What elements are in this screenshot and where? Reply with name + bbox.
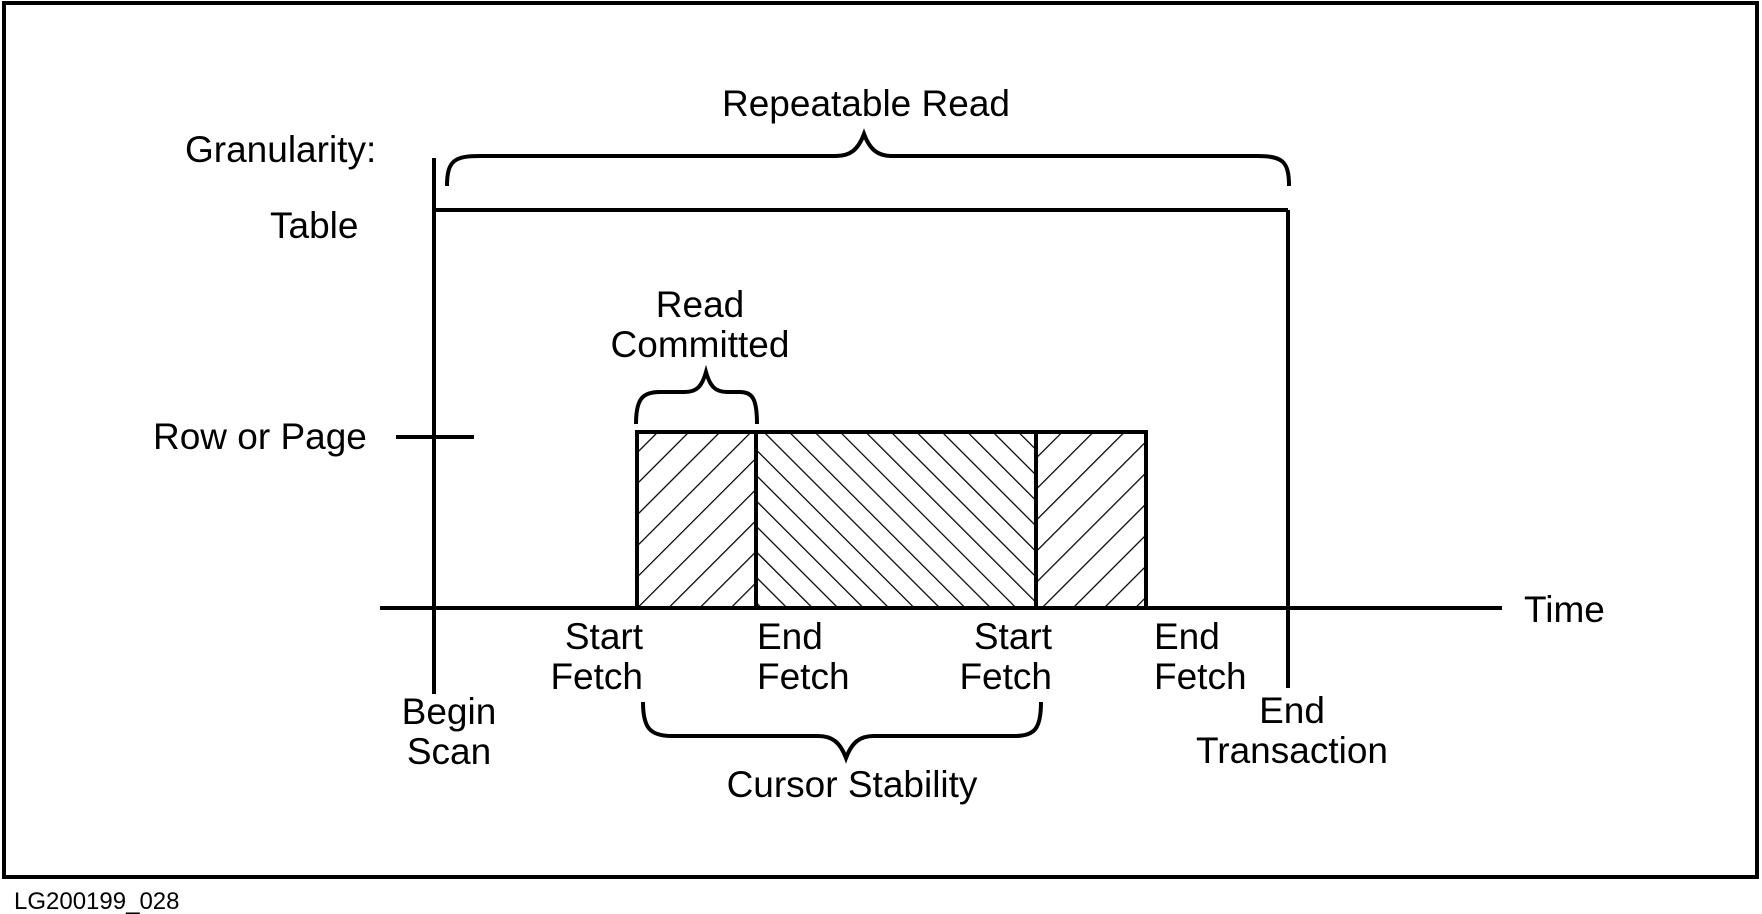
- start-fetch-2-label-line1: Start: [974, 616, 1053, 657]
- read-committed-brace: [634, 364, 759, 425]
- cursor-stability-brace: [641, 701, 1043, 764]
- end-transaction-label-line1: End: [1259, 690, 1325, 731]
- read-committed-label-line2: Committed: [611, 324, 790, 365]
- row-lock-fetch-1: [635, 430, 758, 610]
- begin-scan-label-line2: Scan: [407, 731, 491, 772]
- row-lock-fetch-2: [1034, 430, 1148, 610]
- table-level-label: Table: [270, 205, 358, 246]
- repeatable-read-brace: [445, 128, 1291, 187]
- end-transaction-label-line2: Transaction: [1196, 730, 1388, 771]
- frame-border: [2, 1, 1759, 879]
- row-lock-held-between-fetches: [754, 430, 1038, 610]
- end-fetch-1-label-line2: Fetch: [757, 656, 850, 697]
- start-fetch-1-label-line1: Start: [565, 616, 644, 657]
- end-fetch-2-label-line2: Fetch: [1154, 656, 1247, 697]
- read-committed-label-line1: Read: [656, 284, 744, 325]
- figure-id-label: LG200199_028: [14, 888, 180, 914]
- end-fetch-1-label-line1: End: [757, 616, 823, 657]
- granularity-label: Granularity:: [185, 129, 376, 170]
- row-or-page-level-label: Row or Page: [153, 416, 367, 457]
- start-fetch-1-label-line2: Fetch: [550, 656, 643, 697]
- repeatable-read-label: Repeatable Read: [722, 83, 1010, 124]
- time-axis-label: Time: [1524, 589, 1605, 630]
- end-fetch-2-label-line1: End: [1154, 616, 1220, 657]
- cursor-stability-label: Cursor Stability: [727, 764, 978, 805]
- begin-scan-label-line1: Begin: [402, 691, 497, 732]
- start-fetch-2-label-line2: Fetch: [959, 656, 1052, 697]
